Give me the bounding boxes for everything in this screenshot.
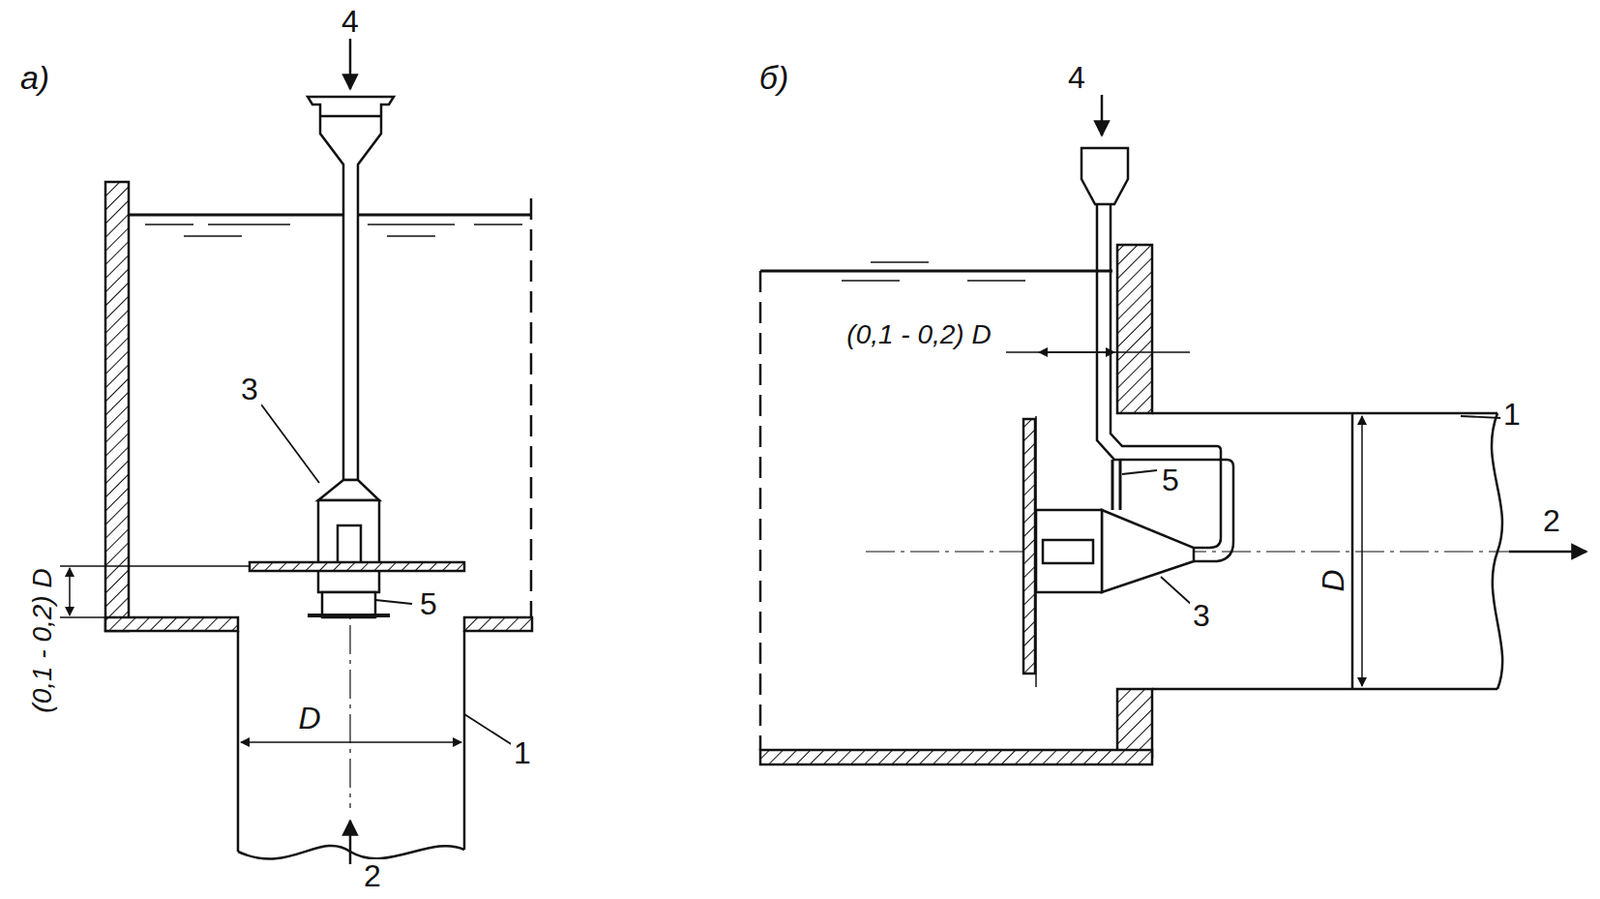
dimension-line bbox=[240, 740, 462, 743]
dimension-label: (0,1 - 0,2) D bbox=[28, 564, 58, 715]
left-wall bbox=[105, 181, 129, 631]
disc bbox=[1023, 418, 1036, 674]
device-body bbox=[1036, 509, 1102, 593]
leader-line bbox=[1122, 470, 1157, 475]
pipe bbox=[1152, 412, 1498, 415]
dimension-line bbox=[59, 616, 106, 619]
pipe bbox=[463, 630, 467, 850]
section-edge bbox=[530, 198, 534, 618]
callout-number: 5 bbox=[1158, 463, 1183, 497]
callout-number: 3 bbox=[237, 372, 262, 406]
funnel bbox=[320, 115, 382, 119]
pipe bbox=[237, 630, 240, 852]
flow-arrow bbox=[1100, 94, 1104, 136]
water-hatch bbox=[145, 224, 523, 237]
dimension-line bbox=[1035, 415, 1038, 687]
right-wall bbox=[1117, 688, 1153, 757]
pipe-joint bbox=[1351, 413, 1355, 689]
support bbox=[1111, 459, 1115, 510]
support bbox=[1119, 459, 1123, 510]
leader-line bbox=[1460, 415, 1502, 418]
panel-b bbox=[760, 94, 1587, 765]
callout-number: 1 bbox=[1500, 397, 1524, 431]
water-hatch bbox=[841, 262, 1026, 281]
dimension-line bbox=[68, 567, 71, 616]
panel-a bbox=[59, 38, 533, 864]
dimension-line bbox=[1038, 351, 1115, 354]
callout-number: 3 bbox=[1189, 598, 1214, 632]
dimension-line bbox=[1006, 351, 1190, 354]
device-insert bbox=[1042, 539, 1094, 563]
callout-number: 5 bbox=[416, 587, 441, 621]
leader-line bbox=[375, 599, 413, 604]
section-edge bbox=[759, 270, 763, 750]
device-body bbox=[318, 500, 380, 593]
dimension-line bbox=[59, 564, 250, 567]
leader-line bbox=[261, 404, 320, 483]
funnel bbox=[307, 96, 394, 480]
callout-number: 4 bbox=[338, 4, 362, 38]
dimension-label: D bbox=[1316, 565, 1350, 594]
dimension-label: (0,1 - 0,2) D bbox=[843, 320, 994, 350]
flow-arrow bbox=[349, 820, 353, 864]
water-surface bbox=[128, 213, 532, 217]
floor bbox=[760, 749, 1153, 765]
flow-arrow bbox=[1509, 550, 1587, 554]
callout-number: 2 bbox=[1540, 503, 1564, 537]
callout-number: 1 bbox=[510, 736, 534, 770]
floor bbox=[464, 617, 533, 631]
callout-number: 2 bbox=[360, 859, 385, 892]
panel-letter: б) bbox=[756, 59, 792, 95]
dimension-label: D bbox=[295, 701, 324, 735]
water-surface bbox=[760, 269, 1113, 273]
dimension-line bbox=[1361, 415, 1363, 686]
floor bbox=[105, 617, 238, 631]
disc bbox=[249, 562, 465, 571]
right-wall bbox=[1117, 244, 1153, 414]
leader-line bbox=[464, 713, 513, 745]
pipe bbox=[1152, 687, 1498, 691]
feed-pipe bbox=[1096, 204, 1234, 562]
cone bbox=[1101, 509, 1194, 593]
panel-letter: а) bbox=[17, 59, 53, 95]
callout-number: 4 bbox=[1065, 60, 1089, 94]
flow-arrow bbox=[349, 38, 353, 89]
funnel bbox=[1081, 148, 1128, 205]
axis bbox=[865, 550, 1572, 552]
support-base bbox=[307, 613, 390, 618]
cone bbox=[318, 479, 380, 501]
feed-pipe bbox=[1110, 204, 1221, 548]
leader-line bbox=[1160, 576, 1192, 605]
